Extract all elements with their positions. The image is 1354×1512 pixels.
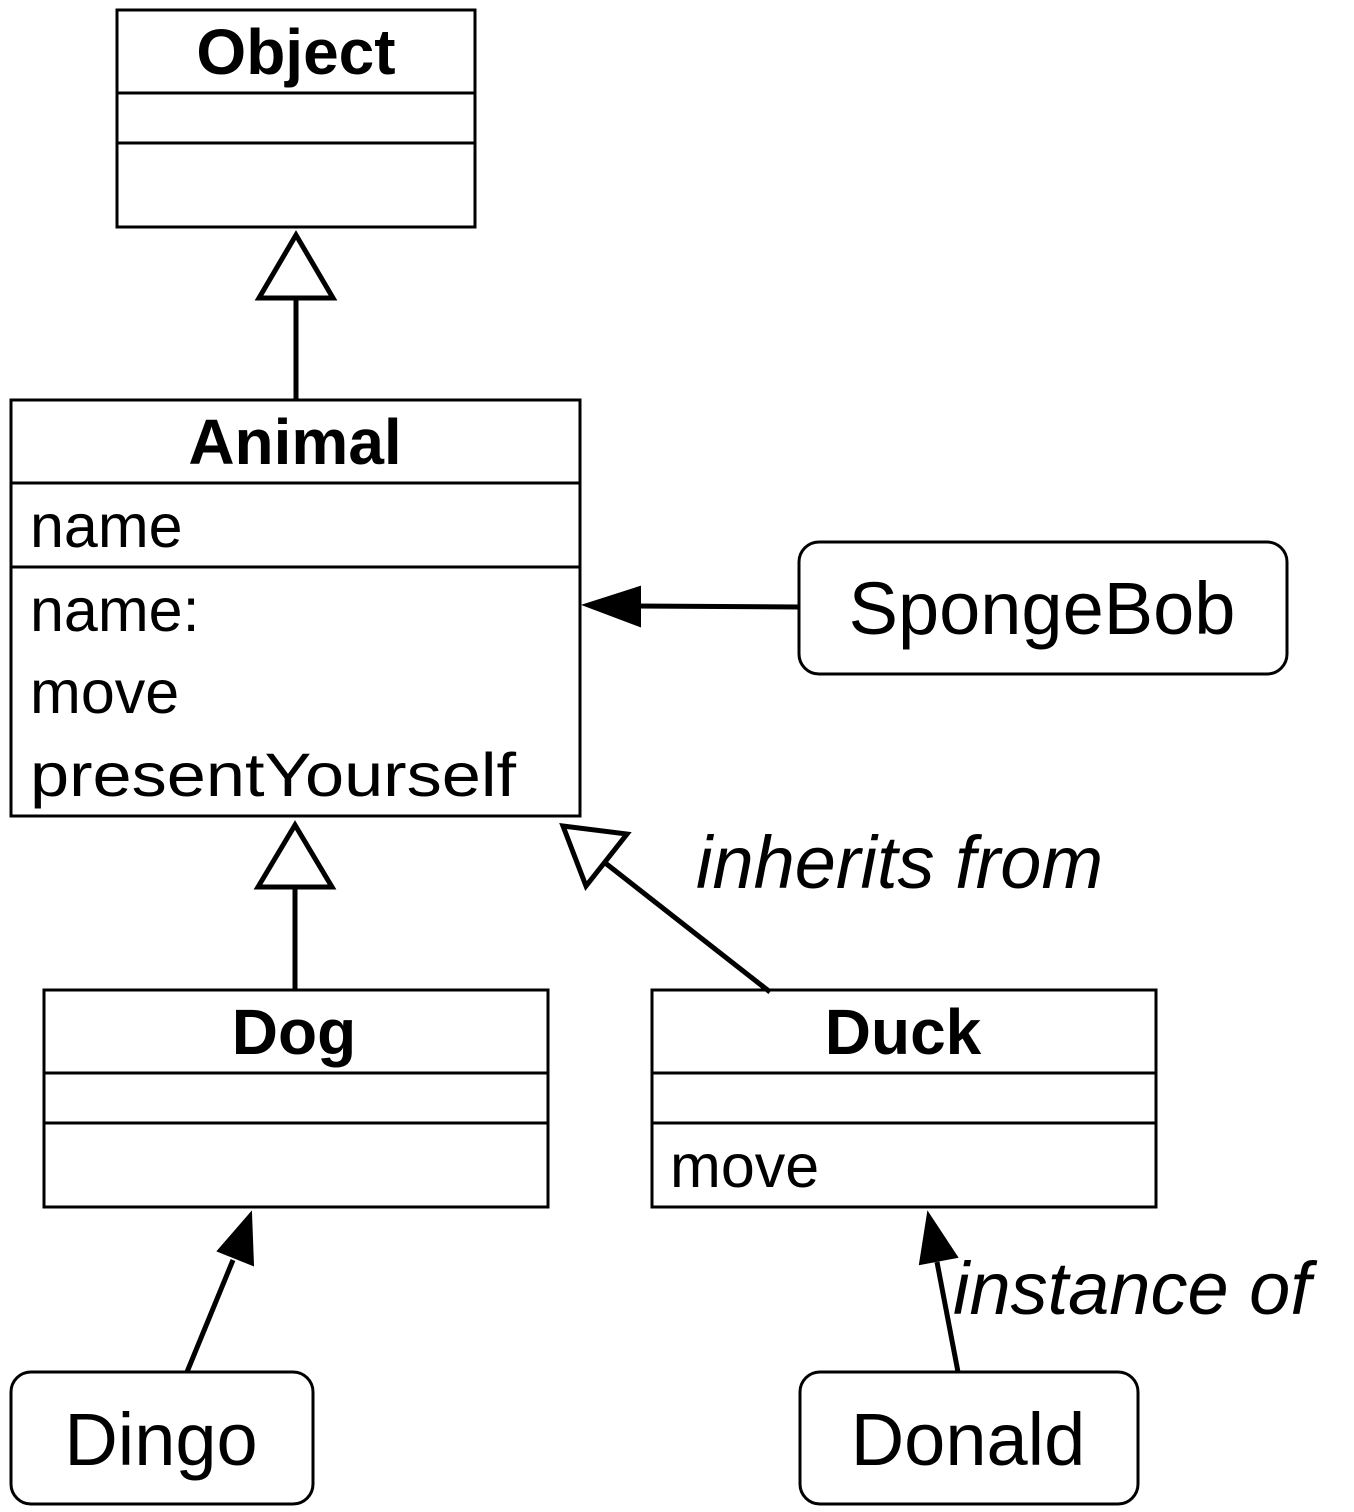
class-animal-title: Animal [188, 406, 401, 478]
instance-dingo[interactable]: Dingo [9, 1370, 315, 1506]
class-dog[interactable]: Dog [42, 988, 550, 1209]
method-name-setter: name: [30, 576, 200, 644]
inheritance-animal-object [254, 230, 338, 400]
method-move: move [30, 658, 179, 726]
instance-donald[interactable]: Donald [798, 1370, 1140, 1506]
method-move-duck: move [670, 1132, 819, 1200]
instance-spongebob-label: SpongeBob [849, 567, 1236, 650]
class-duck-title: Duck [825, 996, 982, 1068]
instance-of-spongebob-animal [580, 585, 800, 628]
label-inherits-from: inherits from [696, 821, 1103, 904]
instance-of-donald-duck [918, 1210, 961, 1373]
label-instance-of: instance of [953, 1247, 1317, 1330]
class-object[interactable]: Object [115, 8, 477, 229]
class-duck[interactable]: Duck move [650, 988, 1158, 1209]
class-animal[interactable]: Animal name name: move presentYourself [9, 398, 582, 818]
instance-dingo-label: Dingo [64, 1398, 257, 1481]
method-present-yourself: presentYourself [30, 741, 517, 809]
instance-spongebob[interactable]: SpongeBob [797, 540, 1289, 676]
inheritance-duck-animal [559, 823, 772, 994]
attribute-name: name [30, 492, 183, 560]
class-dog-title: Dog [232, 996, 356, 1068]
class-object-title: Object [196, 16, 395, 88]
instance-of-dingo-dog [184, 1210, 255, 1373]
inheritance-dog-animal [253, 820, 337, 990]
instance-donald-label: Donald [851, 1398, 1086, 1481]
